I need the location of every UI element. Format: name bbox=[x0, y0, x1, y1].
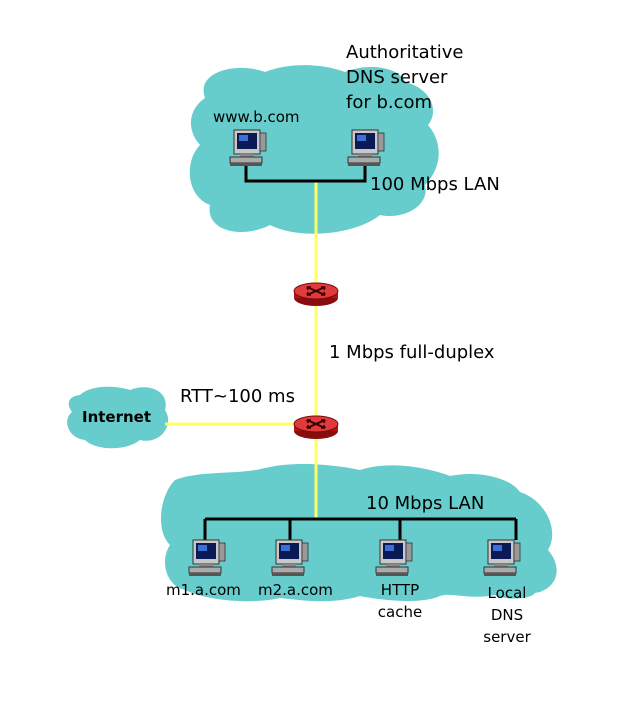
bottom-network-cloud bbox=[160, 464, 557, 602]
host-label-local-dns-line-2: DNS bbox=[490, 606, 524, 624]
host-label-www-b-com: www.b.com bbox=[213, 108, 300, 126]
internet-label: Internet bbox=[82, 408, 152, 426]
bottom-lan-bus bbox=[203, 517, 518, 540]
router-top bbox=[293, 282, 339, 307]
top-lan-bus bbox=[244, 164, 367, 183]
host-label-m2: m2.a.com bbox=[258, 581, 333, 599]
host-label-http-cache-line-2: cache bbox=[377, 603, 423, 621]
internet-cloud bbox=[67, 386, 169, 449]
rtt-label: RTT~100 ms bbox=[180, 386, 295, 407]
bottom-lan-label: 10 Mbps LAN bbox=[366, 493, 485, 514]
host-label-http-cache-line-1: HTTP bbox=[380, 581, 420, 599]
router-bottom bbox=[293, 415, 339, 440]
server-title-line-1: Authoritative bbox=[346, 42, 464, 63]
host-label-local-dns-line-3: server bbox=[483, 628, 531, 646]
top-network-cloud bbox=[189, 65, 439, 234]
server-title-line-3: for b.com bbox=[346, 92, 433, 113]
top-lan-label: 100 Mbps LAN bbox=[370, 174, 500, 195]
m1-computer-icon bbox=[188, 539, 226, 577]
host-label-http-cache: HTTP cache bbox=[368, 580, 432, 622]
m2-computer-icon bbox=[271, 539, 309, 577]
host-label-m1: m1.a.com bbox=[166, 581, 241, 599]
http-cache-computer-icon bbox=[375, 539, 413, 577]
dns-server-computer-icon bbox=[347, 129, 385, 167]
host-label-local-dns: Local DNS server bbox=[472, 583, 542, 647]
local-dns-computer-icon bbox=[483, 539, 521, 577]
access-link-label: 1 Mbps full-duplex bbox=[329, 342, 495, 363]
www-b-com-computer-icon bbox=[229, 129, 267, 167]
server-title-line-2: DNS server bbox=[346, 67, 448, 88]
host-label-local-dns-line-1: Local bbox=[487, 584, 527, 602]
